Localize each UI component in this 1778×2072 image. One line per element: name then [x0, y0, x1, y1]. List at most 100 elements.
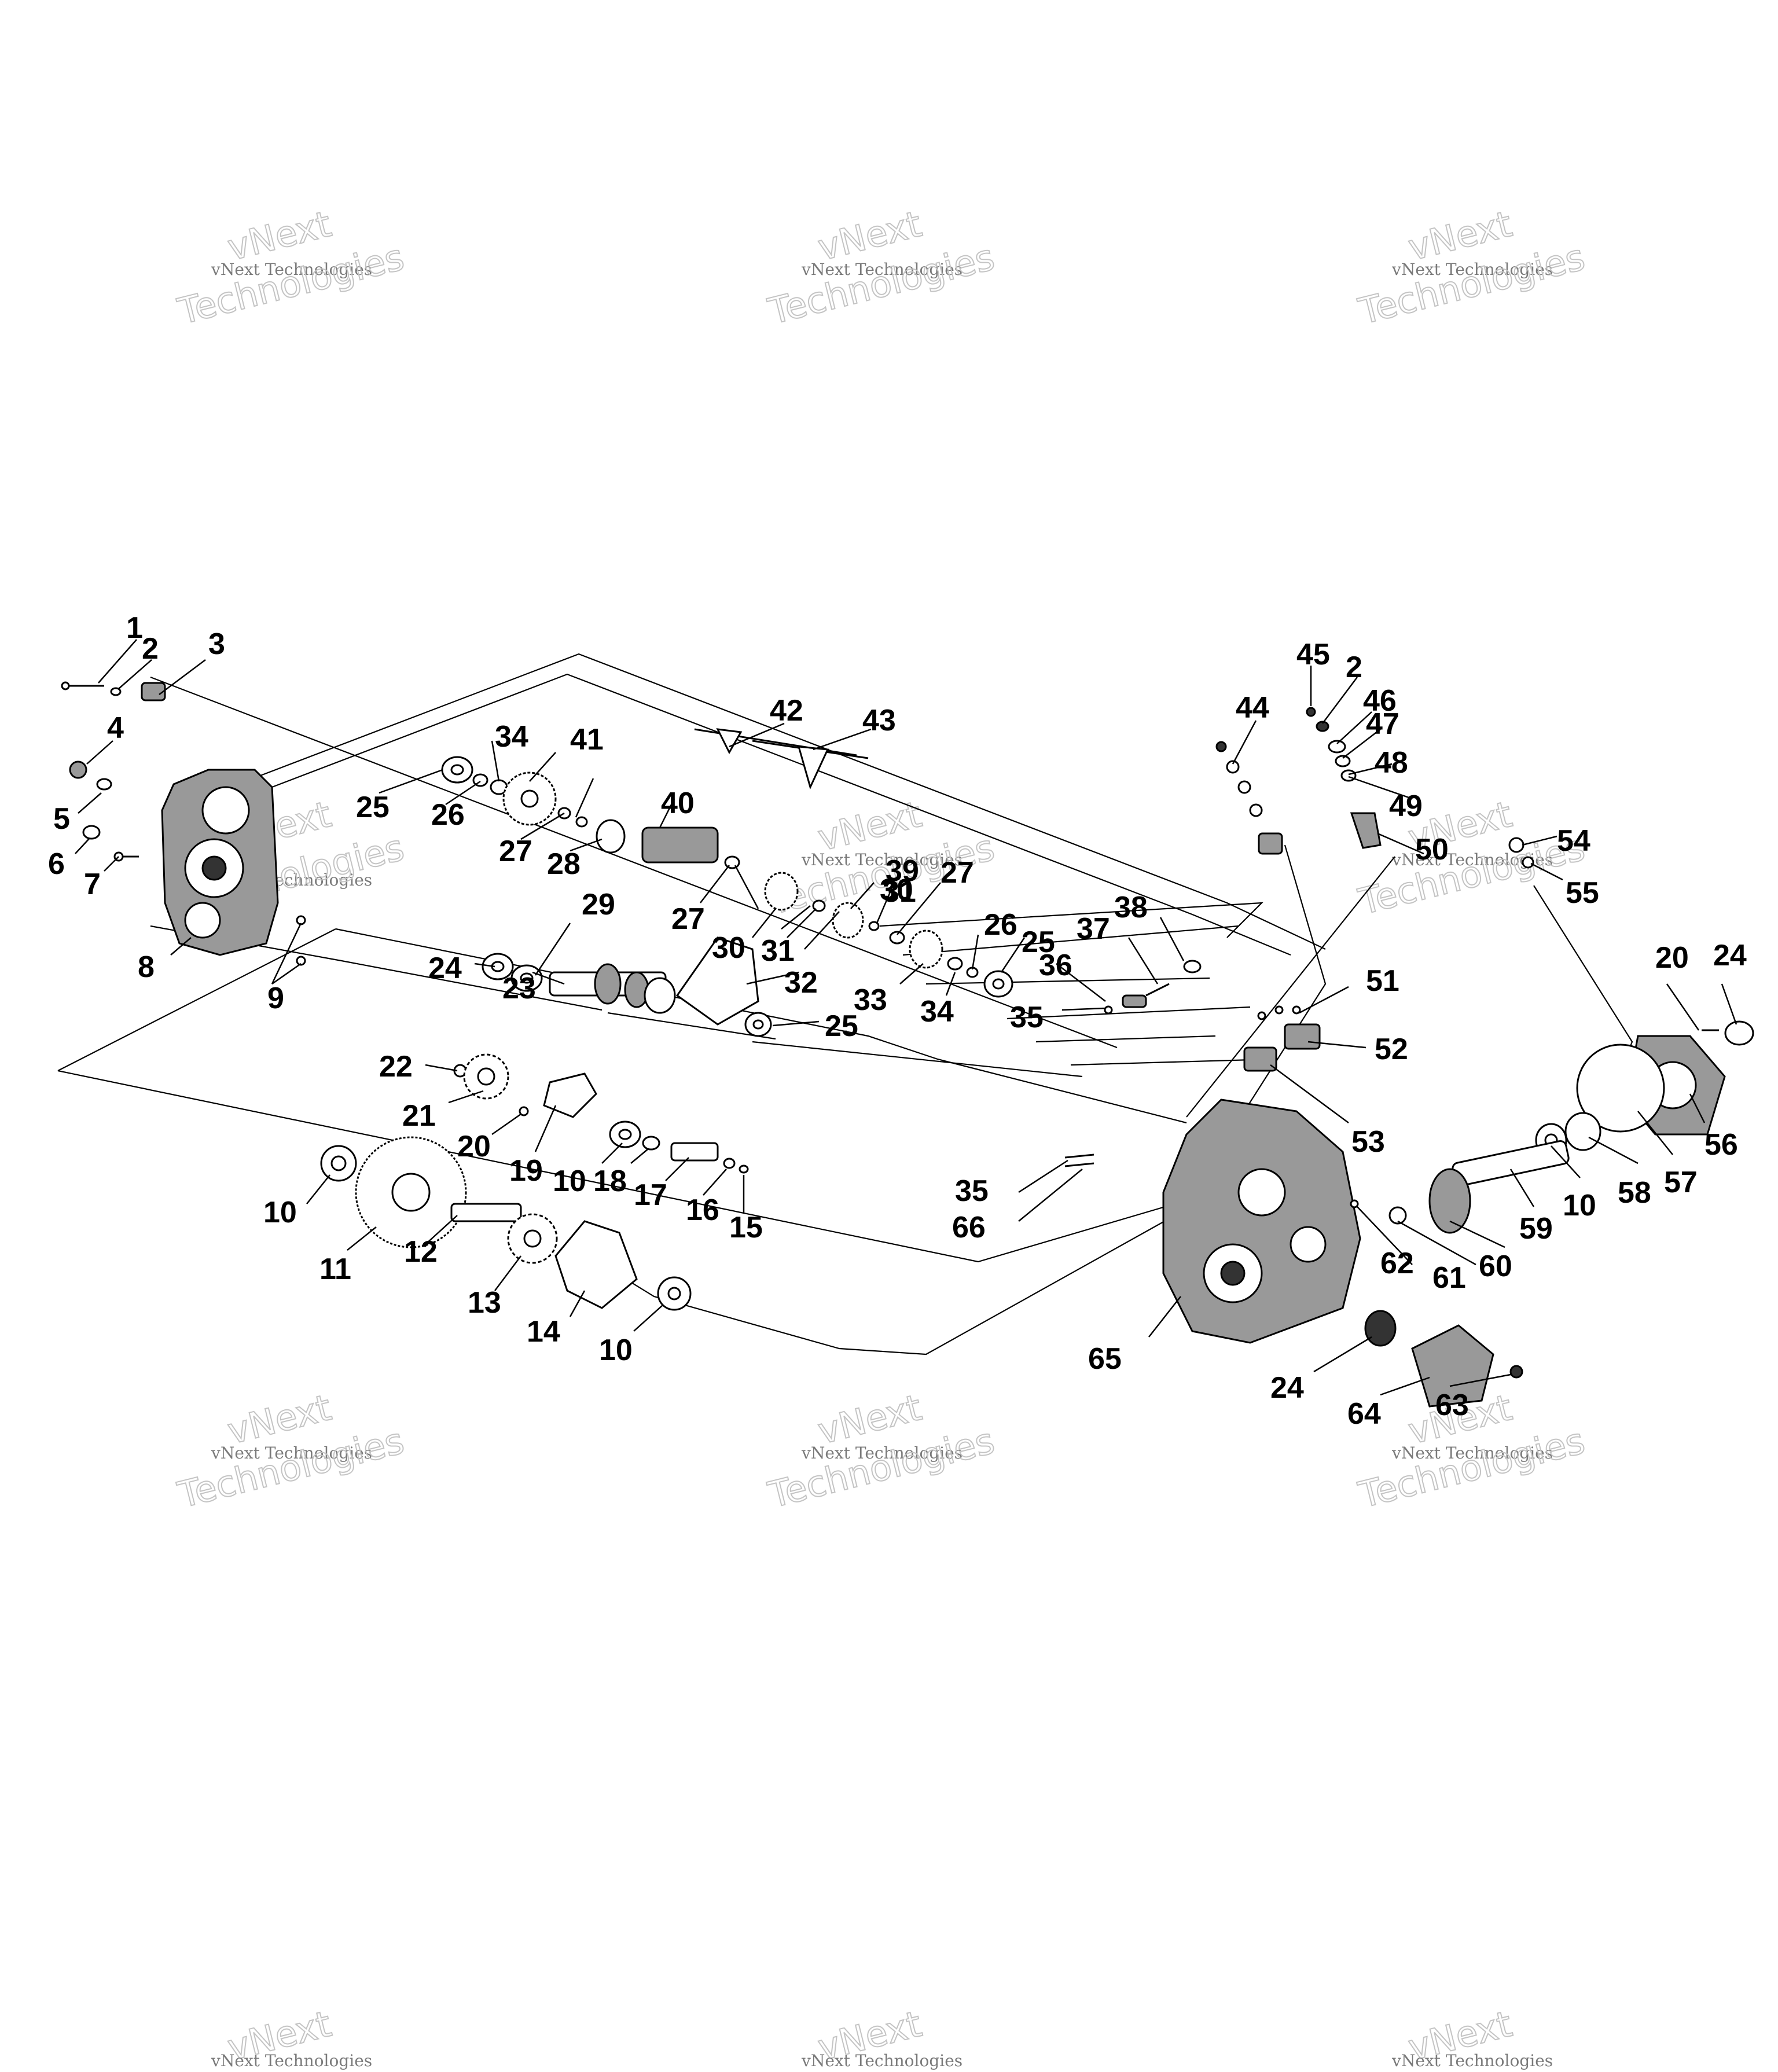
watermark-bc: vNext vNext Technologies Technologies	[763, 1386, 999, 1517]
callout-32: 32	[784, 966, 818, 1000]
callout-34: 34	[495, 720, 528, 754]
callout-3: 3	[208, 627, 225, 661]
callout-10b: 10	[1563, 1189, 1596, 1222]
callout-11: 11	[319, 1252, 351, 1286]
watermark-footer-r: vNext vNext Technologies	[1391, 2002, 1553, 2070]
callout-27b: 27	[941, 856, 974, 890]
callout-18: 18	[593, 1164, 627, 1198]
lower-right-cover	[1364, 1310, 1523, 1408]
callout-15: 15	[729, 1211, 763, 1244]
callout-34b: 34	[920, 995, 954, 1028]
output-shaft-assembly	[1350, 1020, 1754, 1234]
callout-39: 39	[886, 854, 919, 888]
watermark-bl: vNext vNext Technologies Technologies	[173, 1386, 409, 1517]
callout-52: 52	[1375, 1033, 1408, 1066]
callout-19: 19	[509, 1154, 543, 1188]
callout-4: 4	[107, 711, 124, 745]
callout-5: 5	[53, 802, 70, 836]
svg-text:vNext Technologies: vNext Technologies	[211, 260, 372, 279]
watermark-footer-l: vNext vNext Technologies	[211, 2002, 372, 2070]
callout-50: 50	[1415, 833, 1449, 866]
callout-59: 59	[1519, 1212, 1553, 1246]
callout-13: 13	[468, 1286, 501, 1320]
callout-35: 35	[1010, 1001, 1044, 1034]
watermark-tl: vNext vNext Technologies Technologies	[173, 202, 409, 333]
callout-22: 22	[379, 1050, 413, 1083]
watermark-footer-c: vNext vNext Technologies	[801, 2002, 963, 2070]
callout-21: 21	[402, 1099, 436, 1133]
callout-2: 2	[142, 632, 159, 666]
svg-text:vNext Technologies: vNext Technologies	[1391, 2051, 1553, 2070]
callout-25: 25	[356, 791, 390, 824]
svg-text:vNext Technologies: vNext Technologies	[801, 1443, 963, 1463]
callout-58: 58	[1618, 1176, 1651, 1210]
callout-28: 28	[547, 847, 581, 881]
middle-shaft-cluster	[482, 936, 772, 1037]
watermark-br: vNext vNext Technologies Technologies	[1354, 1386, 1589, 1517]
detent-parts	[1104, 960, 1202, 1015]
upper-shaft-cluster	[441, 756, 1013, 998]
callout-51: 51	[1366, 964, 1399, 998]
callout-10c: 10	[599, 1333, 633, 1367]
callout-26b: 26	[984, 908, 1017, 942]
callout-54: 54	[1557, 824, 1590, 858]
svg-text:vNext Technologies: vNext Technologies	[1391, 1443, 1553, 1463]
callout-31: 31	[761, 934, 795, 968]
sensor-brackets	[1243, 1005, 1321, 1072]
callout-24c: 24	[1270, 1371, 1304, 1405]
svg-text:vNext Technologies: vNext Technologies	[1391, 260, 1553, 279]
svg-text:vNext Technologies: vNext Technologies	[211, 1443, 372, 1463]
callout-17: 17	[634, 1178, 667, 1212]
callout-60: 60	[1479, 1250, 1512, 1283]
callout-9: 9	[267, 982, 284, 1015]
callout-53: 53	[1351, 1125, 1385, 1159]
callout-40: 40	[661, 787, 695, 820]
callout-27: 27	[499, 835, 532, 868]
callout-35b: 35	[955, 1174, 989, 1208]
callout-42: 42	[770, 694, 803, 728]
callout-41: 41	[570, 723, 604, 756]
svg-text:vNext Technologies: vNext Technologies	[801, 260, 963, 279]
shaft-35-66	[1064, 1153, 1094, 1167]
callout-56: 56	[1704, 1128, 1738, 1162]
callout-62: 62	[1380, 1247, 1414, 1280]
callout-37: 37	[1077, 912, 1110, 946]
callout-10: 10	[263, 1196, 297, 1229]
callout-31b: 31	[883, 875, 916, 909]
callout-38: 38	[1114, 891, 1148, 924]
callout-45: 45	[1296, 638, 1330, 671]
callout-55: 55	[1566, 876, 1599, 910]
callout-24: 24	[428, 951, 462, 985]
watermark-tc: vNext vNext Technologies Technologies	[763, 202, 999, 333]
callout-23: 23	[502, 972, 536, 1005]
callout-29: 29	[582, 888, 615, 921]
callout-36: 36	[1039, 949, 1072, 982]
callout-33: 33	[854, 983, 887, 1017]
callout-labels: 1 2 3 4 5 6 7 8 9 10 11 12 13 14 15 16 1…	[48, 611, 1747, 1431]
left-cover-housing	[161, 769, 279, 956]
callout-46: 46	[1363, 684, 1397, 718]
callout-2b: 2	[1346, 651, 1362, 684]
callout-8: 8	[138, 950, 155, 984]
callout-65: 65	[1088, 1342, 1122, 1376]
callout-12: 12	[404, 1235, 438, 1269]
callout-20: 20	[457, 1130, 491, 1163]
callout-61: 61	[1432, 1261, 1466, 1295]
svg-text:vNext Technologies: vNext Technologies	[801, 2051, 963, 2070]
callout-63: 63	[1435, 1388, 1469, 1422]
svg-text:vNext Technologies: vNext Technologies	[801, 850, 963, 869]
callout-30b: 30	[880, 873, 913, 907]
callout-20b: 20	[1655, 941, 1689, 975]
callout-14: 14	[527, 1315, 560, 1349]
callout-27c: 27	[671, 902, 705, 936]
callout-6: 6	[48, 847, 65, 881]
callout-25b: 25	[1022, 925, 1055, 959]
callout-44: 44	[1236, 691, 1269, 725]
callout-57: 57	[1664, 1166, 1698, 1199]
callout-10d: 10	[553, 1164, 586, 1198]
callout-43: 43	[862, 704, 896, 737]
callout-24b: 24	[1713, 939, 1747, 972]
callout-48: 48	[1375, 746, 1408, 780]
callout-49: 49	[1389, 789, 1423, 823]
